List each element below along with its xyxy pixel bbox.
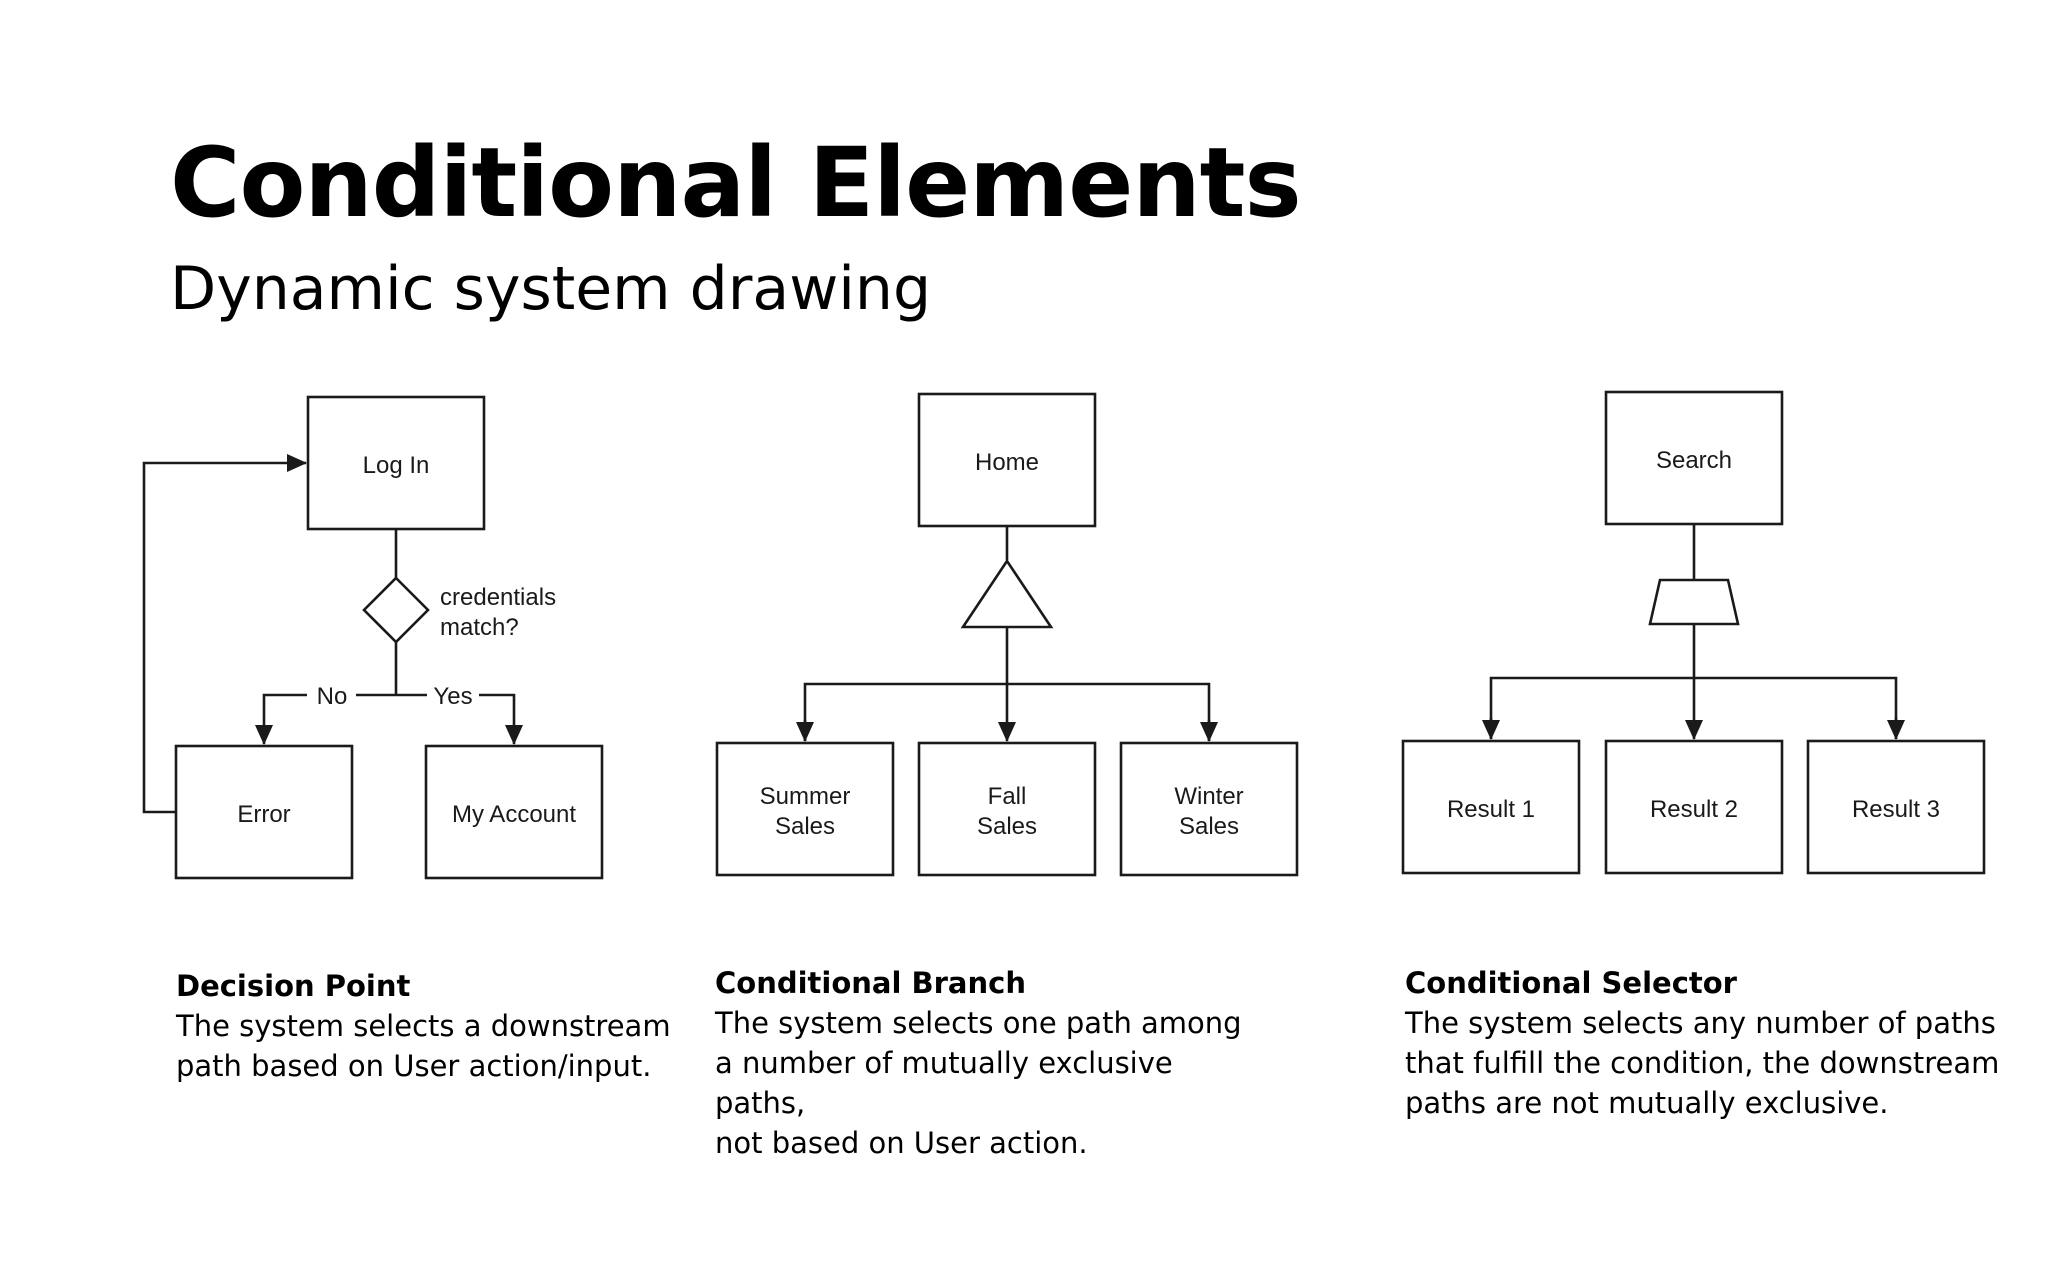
search-node-label: Search [1656, 447, 1732, 474]
home-node-label: Home [975, 449, 1039, 476]
result-3-label: Result 3 [1852, 796, 1940, 823]
fall-sales-node [917, 741, 1097, 877]
conditional-branch-caption-title: Conditional Branch [715, 966, 1026, 1000]
page-title: Conditional Elements [170, 127, 1302, 239]
my-account-node-label: My Account [452, 801, 576, 828]
conditional-selector-caption: Conditional Selector The system selects … [1405, 963, 2005, 1123]
edge-label-yes: Yes [433, 683, 472, 710]
my-account-node [424, 744, 604, 880]
decision-point-caption: Decision Point The system selects a down… [176, 966, 716, 1086]
edge-label-no: No [317, 683, 348, 710]
decision-label-line2: match? [440, 614, 519, 641]
error-node [174, 744, 354, 880]
winter-sales-label-line2: Sales [1179, 813, 1239, 840]
fall-sales-label-line2: Sales [977, 813, 1037, 840]
error-node-label: Error [237, 801, 290, 828]
conditional-selector-caption-title: Conditional Selector [1405, 966, 1737, 1000]
result-1-node [1401, 739, 1581, 875]
winter-sales-node [1119, 741, 1299, 877]
conditional-branch-caption: Conditional Branch The system selects on… [715, 963, 1255, 1163]
winter-sales-label-line1: Winter [1174, 783, 1243, 810]
selector-trapezoid-icon [1648, 578, 1740, 626]
decision-point-caption-title: Decision Point [176, 969, 411, 1003]
result-2-node [1604, 739, 1784, 875]
decision-diamond [362, 576, 430, 644]
summer-sales-node [715, 741, 895, 877]
result-2-label: Result 2 [1650, 796, 1738, 823]
yes-edge [479, 693, 523, 745]
summer-sales-label-line1: Summer [760, 783, 851, 810]
conditional-selector-diagram: Search Result 1 Result 2 Result 3 [1401, 390, 1986, 875]
result-3-node [1806, 739, 1986, 875]
summer-sales-label-line2: Sales [775, 813, 835, 840]
page-subtitle: Dynamic system drawing [170, 254, 932, 324]
decision-point-diagram: Log In credentials match? No Yes Error M… [142, 395, 604, 880]
search-node [1604, 390, 1784, 526]
retry-loop-edge [142, 454, 307, 814]
result-1-label: Result 1 [1447, 796, 1535, 823]
conditional-branch-caption-body: The system selects one path among a numb… [715, 1006, 1242, 1160]
conditional-branch-diagram: Home Summer Sales Fall Sales Winter Sale… [715, 392, 1299, 877]
login-node-label: Log In [363, 452, 430, 479]
fall-sales-label-line1: Fall [988, 783, 1027, 810]
branch-bus-line [803, 682, 1211, 741]
decision-point-caption-body: The system selects a downstream path bas… [176, 1009, 671, 1083]
no-edge [255, 693, 307, 745]
selector-bus-line [1489, 676, 1898, 739]
branch-triangle-icon [960, 558, 1054, 629]
home-node [917, 392, 1097, 528]
conditional-selector-caption-body: The system selects any number of paths t… [1405, 1006, 2000, 1120]
decision-label-line1: credentials [440, 584, 556, 611]
